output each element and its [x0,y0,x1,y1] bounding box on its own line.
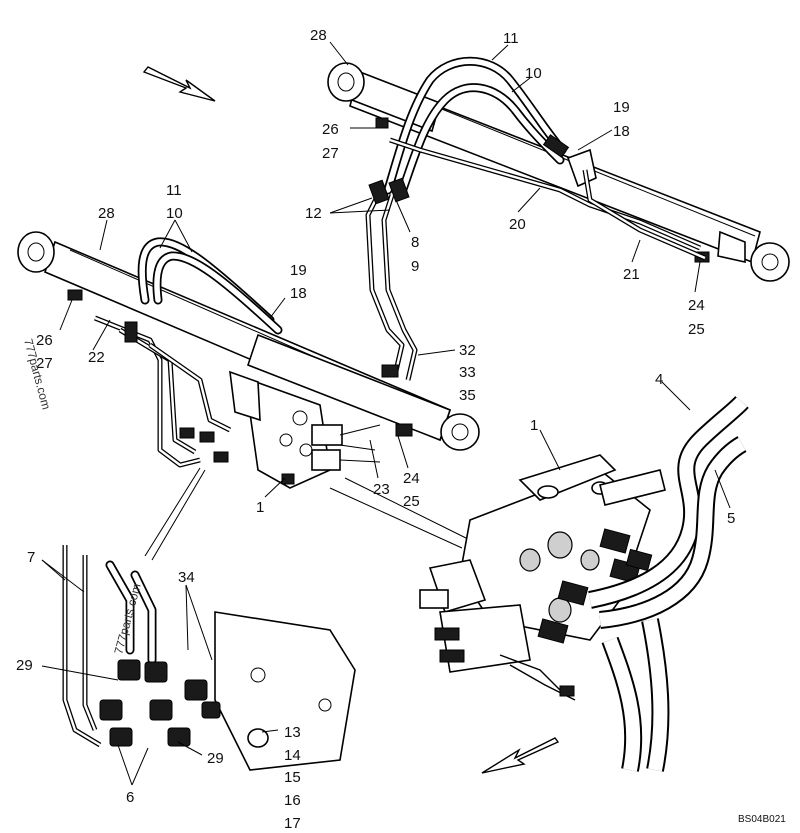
callout-4: 4 [655,371,663,388]
callout-8: 8 [411,234,419,251]
callout-29-right: 29 [207,750,224,767]
callout-1-small-valve: 1 [256,499,264,516]
left-tubes [94,315,232,468]
figure-code: BS04B021 [738,814,786,825]
callout-25-left: 25 [403,493,420,510]
callout-23: 23 [373,481,390,498]
callout-13: 13 [284,724,301,741]
callout-11-upper: 11 [503,30,519,47]
upper-hoses [383,56,597,197]
callout-5: 5 [727,510,735,527]
callout-33: 33 [459,364,476,381]
callout-17: 17 [284,815,301,832]
callout-24-upper: 24 [688,297,705,314]
callout-34: 34 [178,569,195,586]
callout-28-left: 28 [98,205,115,222]
callout-18-upper: 18 [613,123,630,140]
callout-29-left: 29 [16,657,33,674]
callout-18-left: 18 [290,285,307,302]
callout-21: 21 [623,266,640,283]
callout-25-upper: 25 [688,321,705,338]
direction-arrow-top [142,66,216,102]
control-valve-enlarged [419,454,666,701]
callout-labels: 28 11 10 19 18 26 27 12 8 9 20 21 24 25 … [16,27,735,832]
callout-26-upper: 26 [322,121,339,138]
upper-right-lift-cylinder [327,62,790,282]
callout-15: 15 [284,769,301,786]
callout-12: 12 [305,205,322,222]
callout-22: 22 [88,349,105,366]
upper-tubes [389,137,706,261]
callout-7: 7 [27,549,35,566]
callout-11-left: 11 [166,182,182,199]
callout-35: 35 [459,387,476,404]
control-valve-small [179,370,381,489]
enlargement-leaders [144,467,471,561]
watermark-inset: 777parts.com [111,582,143,656]
left-hoses [137,237,283,335]
callout-24-left: 24 [403,470,420,487]
center-tubes [365,177,418,381]
detail-inset [62,545,356,771]
callout-1-enlarged-valve: 1 [530,417,538,434]
callout-28-upper: 28 [310,27,327,44]
direction-arrow-bottom [481,737,560,774]
callout-19-left: 19 [290,262,307,279]
callout-9: 9 [411,258,419,275]
callout-10-upper: 10 [525,65,542,82]
callout-16: 16 [284,792,301,809]
callout-leader-lines [41,41,731,786]
callout-26-left: 26 [36,332,53,349]
callout-10-left: 10 [166,205,183,222]
callout-14: 14 [284,747,301,764]
large-hoses [588,395,749,772]
callout-27-left: 27 [36,355,53,372]
callout-19-upper: 19 [613,99,630,116]
callout-6: 6 [126,789,134,806]
callout-20: 20 [509,216,526,233]
callout-27-upper: 27 [322,145,339,162]
callout-32: 32 [459,342,476,359]
